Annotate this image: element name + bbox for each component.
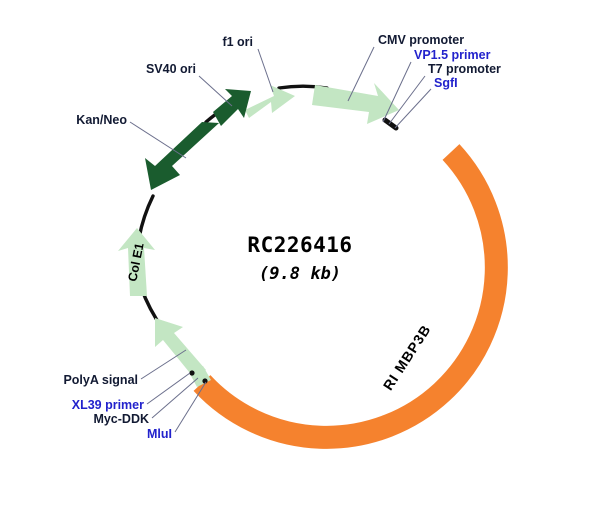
label-mlui: MluI — [147, 427, 172, 441]
label-sv40-ori: SV40 ori — [146, 62, 196, 76]
feature-col-e1: Col E1 — [118, 228, 155, 296]
label-f1-ori: f1 ori — [222, 35, 253, 49]
label-sgfi: SgfI — [434, 76, 458, 90]
feature-f1-ori — [245, 85, 295, 118]
label-cmv-promoter: CMV promoter — [378, 33, 464, 47]
plasmid-backbone — [137, 84, 329, 331]
feature-labels: CMV promoter VP1.5 primer T7 promoter Sg… — [63, 33, 501, 441]
center-annotation: RC226416 (9.8 kb) — [247, 233, 352, 284]
label-t7-promoter: T7 promoter — [428, 62, 501, 76]
label-xl39-primer: XL39 primer — [72, 398, 144, 412]
label-kan-neo: Kan/Neo — [76, 113, 127, 127]
feature-polya-signal — [155, 318, 206, 378]
plasmid-size: (9.8 kb) — [259, 264, 341, 284]
leader-lines — [129, 46, 432, 433]
plasmid-name: RC226416 — [247, 233, 352, 257]
insert-gene-label: RI MBP3B — [380, 322, 434, 394]
feature-cmv-promoter — [312, 83, 399, 124]
label-myc-ddk: Myc-DDK — [93, 412, 149, 426]
label-vp15-primer: VP1.5 primer — [414, 48, 491, 62]
label-polya-signal: PolyA signal — [63, 373, 138, 387]
insert-arc-RI-MBP3B: RI MBP3B — [193, 144, 508, 449]
feature-sv40-ori — [213, 89, 251, 126]
